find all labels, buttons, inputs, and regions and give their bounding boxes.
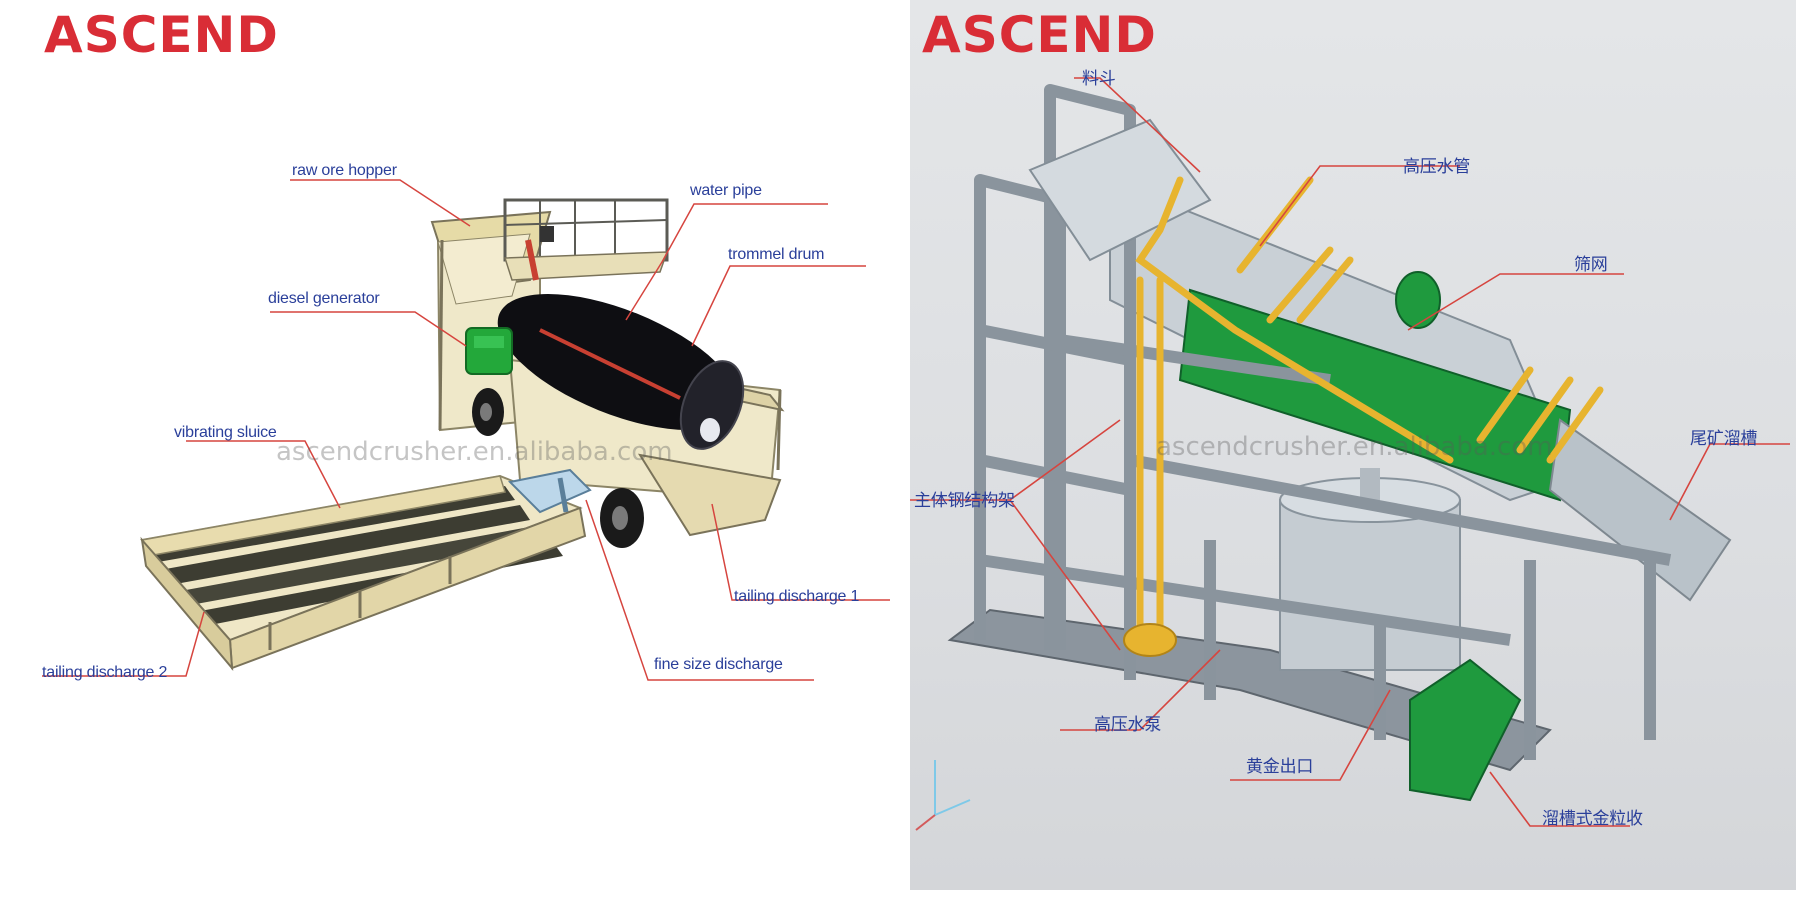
brand-logo-right: ASCEND (922, 6, 1157, 64)
watermark-left: ascendcrusher.en.alibaba.com (276, 437, 673, 467)
steel-frame-plant-illustration (910, 77, 1790, 831)
label-tailing-discharge-2: tailing discharge 2 (42, 664, 168, 681)
left-panel: ASCEND (42, 6, 890, 681)
label-water-pipe-cn: 高压水管 (1403, 157, 1471, 176)
label-pump-cn: 高压水泵 (1094, 715, 1162, 734)
label-diesel-generator: diesel generator (268, 290, 380, 307)
trommel-plant-illustration (42, 179, 890, 681)
label-vibrating-sluice: vibrating sluice (174, 424, 277, 441)
trommel-plant-body (430, 198, 785, 548)
watermark-right: ascendcrusher.en.alibaba.com (1156, 432, 1553, 462)
leader-lines-left (42, 179, 890, 681)
label-raw-ore-hopper: raw ore hopper (292, 162, 397, 179)
label-frame-cn: 主体钢结构架 (914, 491, 1015, 510)
vibrating-sluice-shape (140, 474, 587, 671)
leader-lines-right (910, 77, 1790, 827)
label-hopper: 料斗 (1082, 69, 1116, 88)
brand-logo-left: ASCEND (44, 6, 279, 64)
label-gold-sluice-cn: 溜槽式金粒收 (1542, 809, 1643, 828)
label-gold-outlet-cn: 黄金出口 (1246, 757, 1314, 776)
label-tailing-discharge-1: tailing discharge 1 (734, 588, 860, 605)
label-screen-cn: 筛网 (1574, 255, 1608, 274)
label-fine-size-discharge: fine size discharge (654, 656, 783, 673)
label-trommel-drum: trommel drum (728, 246, 825, 263)
label-water-pipe: water pipe (690, 182, 762, 199)
label-tailing-chute-cn: 尾矿溜槽 (1690, 429, 1758, 448)
right-panel: ASCEND (910, 0, 1796, 890)
